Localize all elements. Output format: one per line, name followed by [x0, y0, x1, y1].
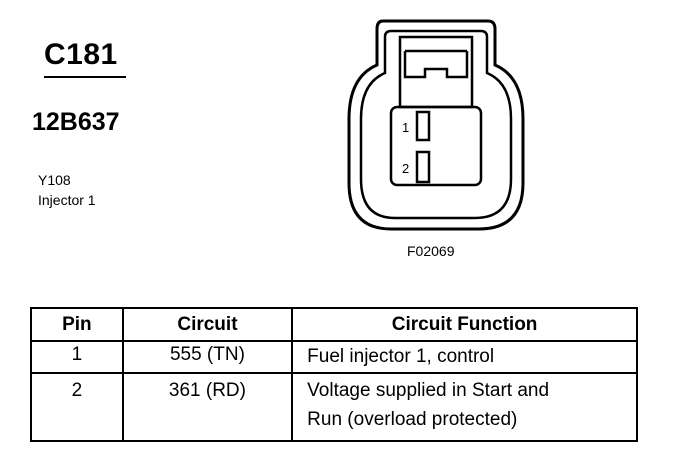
circuit-cell: 361 (RD): [121, 372, 294, 442]
function-line: Fuel injector 1, control: [307, 346, 495, 367]
header-circuit: Circuit: [121, 307, 294, 342]
reference-code: Y108: [38, 172, 71, 188]
pin-1-label: 1: [402, 120, 409, 135]
function-cell: Fuel injector 1, control: [291, 340, 638, 374]
connector-id: C181: [44, 38, 118, 71]
circuit-cell: 555 (TN): [121, 340, 294, 374]
table-row: 1 555 (TN) Fuel injector 1, control: [30, 340, 638, 374]
connector-latch-tab: [398, 35, 474, 109]
pin-circuit-table: Pin Circuit Circuit Function 1 555 (TN) …: [30, 307, 638, 442]
connector-id-underline: [44, 76, 126, 78]
function-line: Voltage supplied in Start and: [307, 380, 550, 401]
pin-1-terminal: [415, 110, 431, 142]
connector-outer-housing: [347, 19, 525, 231]
connector-latch-notch: [403, 49, 469, 79]
pin-cell: 2: [30, 372, 124, 442]
pin-cell: 1: [30, 340, 124, 374]
part-number: 12B637: [32, 108, 120, 136]
header-circuit-function: Circuit Function: [291, 307, 638, 342]
connector-inner-housing: [359, 29, 513, 220]
table-header-row: Pin Circuit Circuit Function: [30, 307, 638, 342]
function-cell: Voltage supplied in Start and Run (overl…: [291, 372, 638, 442]
pin-2-label: 2: [402, 161, 409, 176]
component-description: Injector 1: [38, 192, 96, 208]
header-pin: Pin: [30, 307, 124, 342]
terminal-block: [389, 105, 483, 187]
pin-2-terminal: [415, 150, 431, 184]
table-row: 2 361 (RD) Voltage supplied in Start and…: [30, 372, 638, 442]
figure-code: F02069: [407, 243, 455, 259]
connector-face-diagram: 1 2: [347, 19, 525, 231]
function-line: Run (overload protected): [307, 409, 518, 430]
